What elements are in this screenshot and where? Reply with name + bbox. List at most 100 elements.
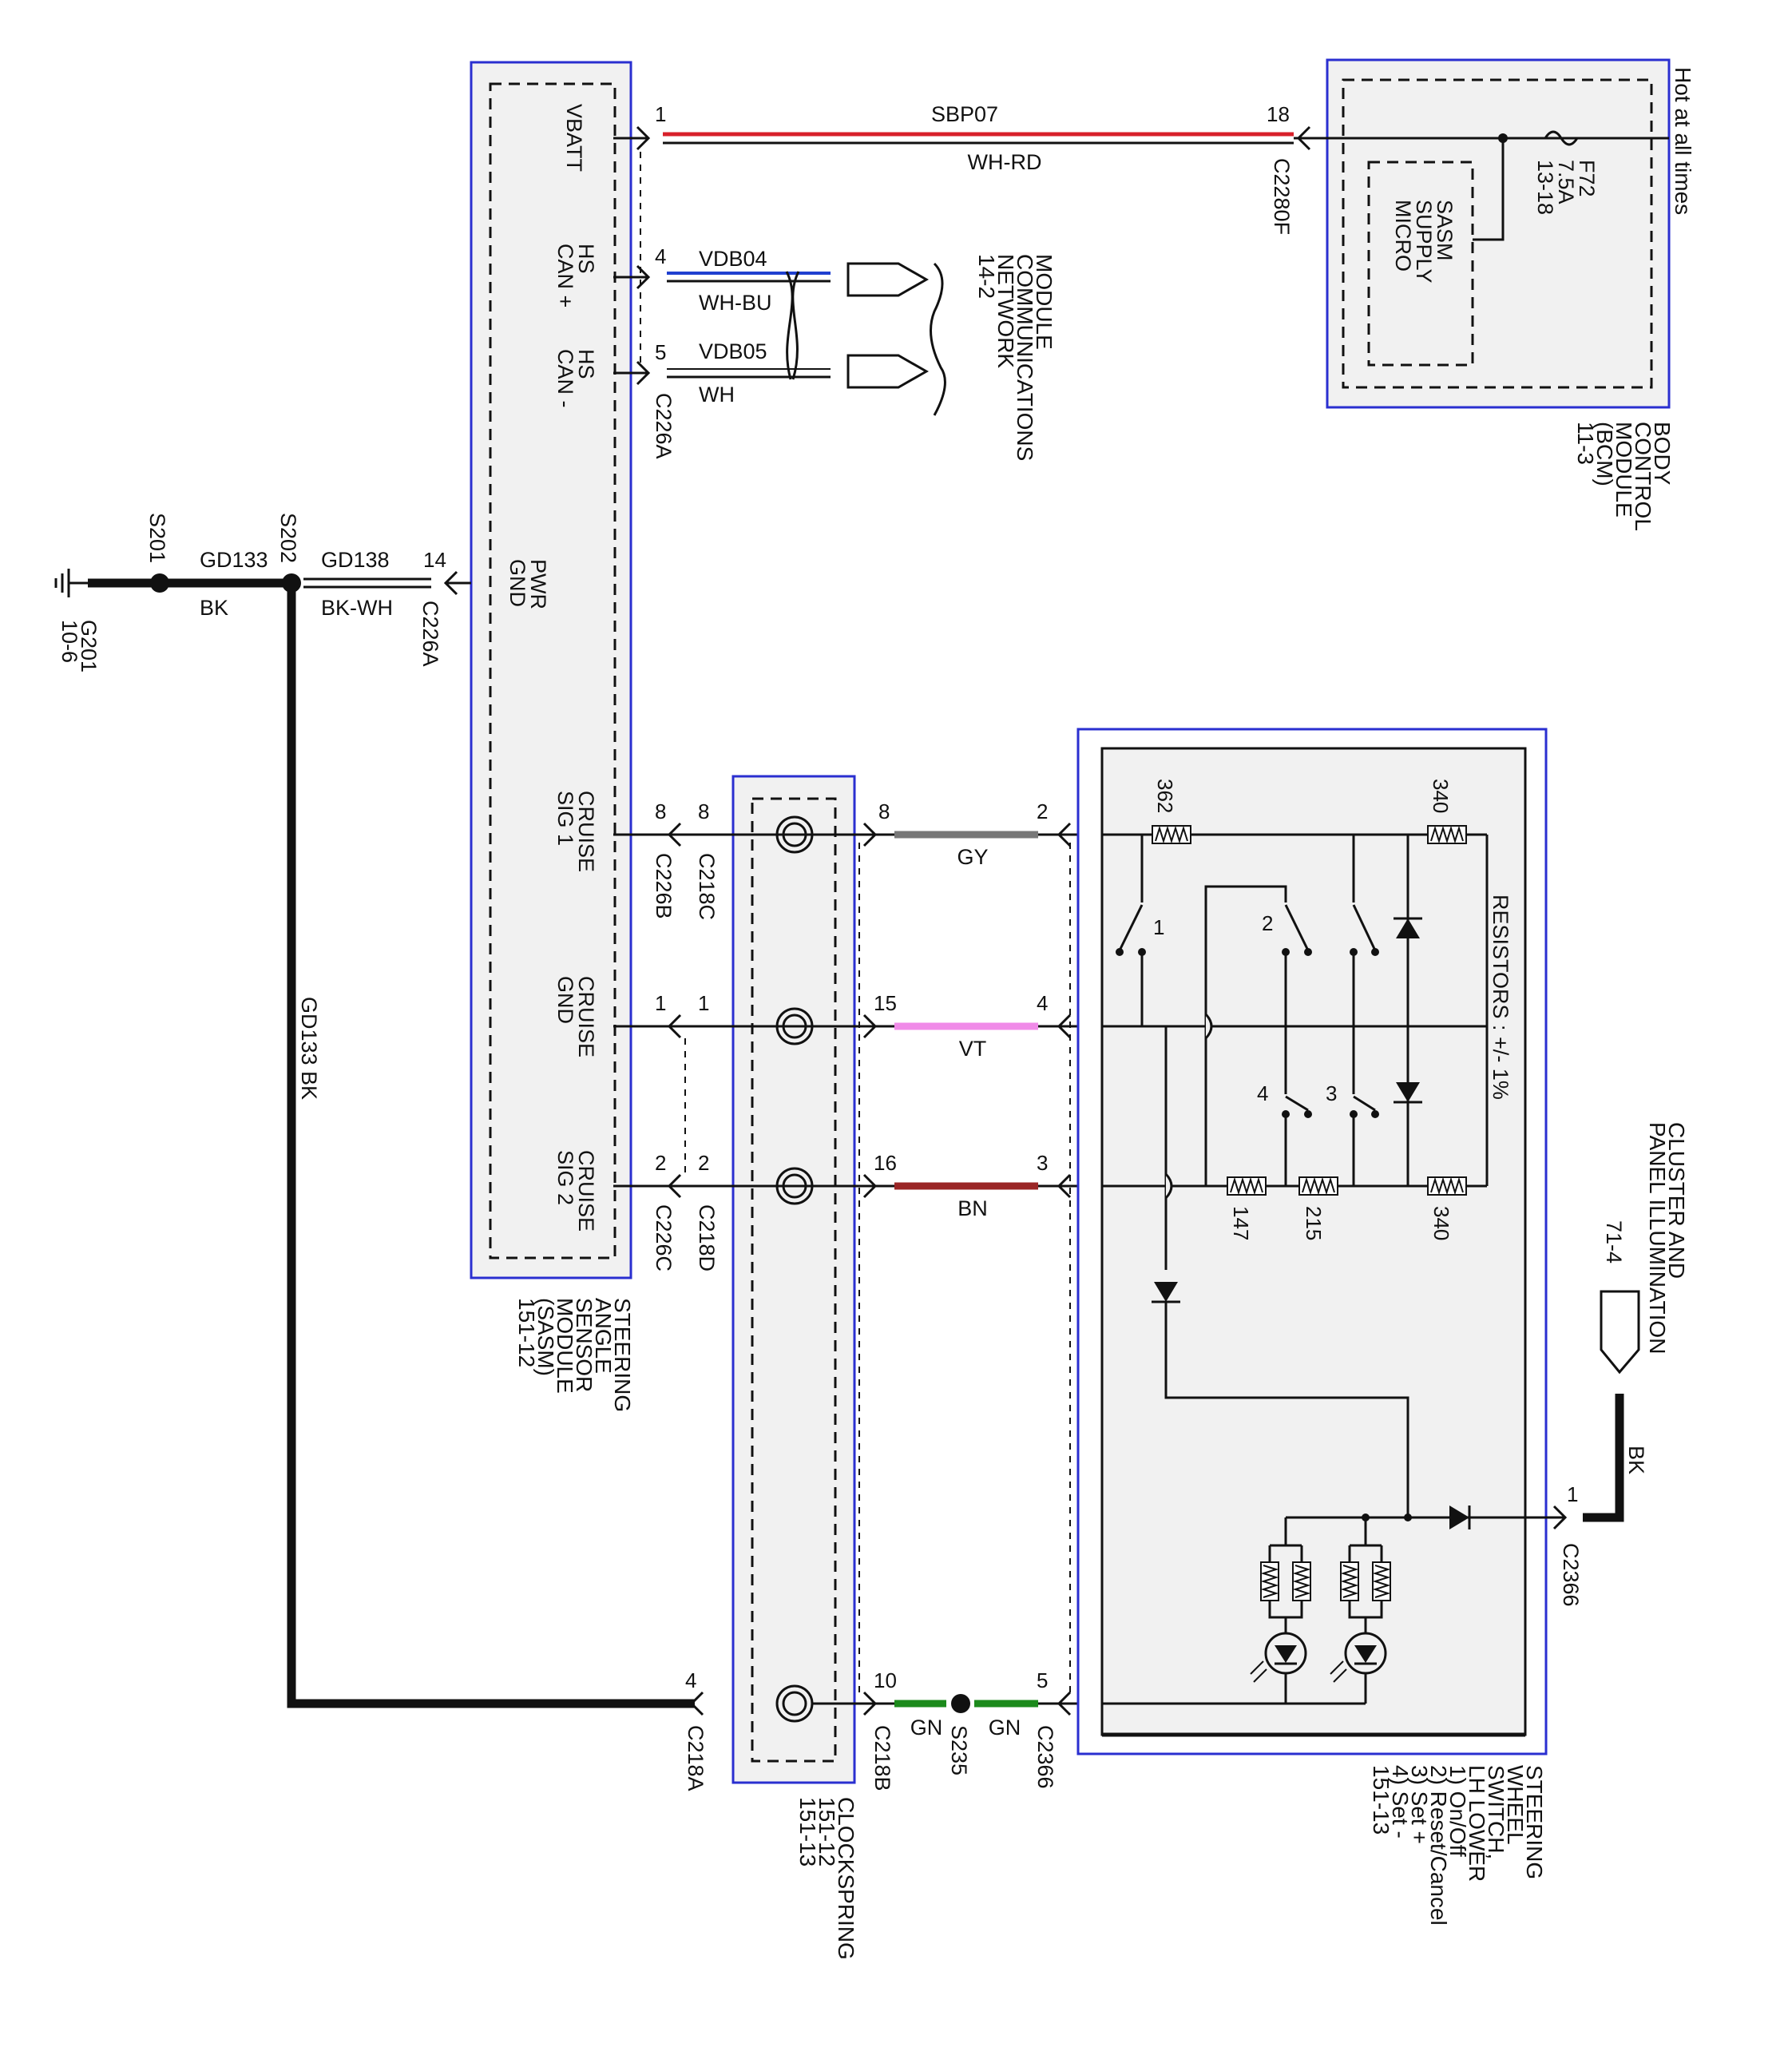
svg-text:C2280F: C2280F: [1270, 158, 1294, 235]
pin-pwr-gnd: 14: [423, 548, 446, 572]
pin-sig1-d: 2: [1037, 799, 1048, 823]
pin-sig2-b: 2: [698, 1151, 709, 1175]
resistor-362: [1152, 825, 1191, 844]
svg-text:SENSOR: SENSOR: [572, 1298, 597, 1392]
svg-text:GND: GND: [505, 559, 529, 607]
cluster-ref-label: 71-4: [1602, 1220, 1626, 1264]
resistor-362-label: 362: [1153, 779, 1177, 813]
svg-text:BODY: BODY: [1650, 422, 1675, 486]
switch-4-number: 4: [1257, 1081, 1268, 1105]
switch-caption: STEERING WHEEL SWITCH, LH LOWER 1) On/Of…: [1369, 1765, 1547, 1926]
pin-cgnd-d: 4: [1037, 991, 1048, 1015]
connector-c218c-label: C218C: [695, 853, 719, 920]
cluster-connector-symbol: [1600, 1290, 1640, 1375]
bcm-junction-dot: [1498, 133, 1508, 143]
resistor-340-top: [1427, 825, 1467, 844]
wire-cruise-sig1: [613, 822, 1102, 847]
bcm-caption: BODY CONTROL MODULE (BCM) 11-3: [1573, 422, 1675, 531]
sasm-pin-sig2-label: CRUISE SIG 2: [553, 1150, 598, 1232]
svg-text:C218C: C218C: [695, 853, 719, 920]
wire-vdb04-color: WH-BU: [699, 291, 771, 315]
pin-cgnd-a: 1: [655, 991, 666, 1015]
svg-text:PANEL ILLUMINATION: PANEL ILLUMINATION: [1645, 1122, 1670, 1354]
pin-can-plus: 4: [655, 244, 666, 268]
svg-text:14-2: 14-2: [974, 254, 999, 299]
svg-text:S202: S202: [276, 513, 300, 563]
svg-text:CLUSTER AND: CLUSTER AND: [1664, 1122, 1689, 1279]
switch-top-right-contact: [1352, 904, 1377, 951]
clockspring-coil: [782, 1691, 807, 1716]
wire-cruise-sig2: [613, 1173, 1102, 1199]
wire-crossover-gnd: [1204, 1013, 1213, 1040]
pin-cgnd-b: 1: [698, 991, 709, 1015]
wire-vdb05: [613, 354, 930, 389]
svg-text:C2366: C2366: [1559, 1543, 1583, 1607]
svg-text:MICRO: MICRO: [1391, 200, 1415, 272]
svg-text:CLOCKSPRING: CLOCKSPRING: [834, 1797, 858, 1960]
zener-diode-bottom: [1396, 1082, 1420, 1102]
pin-sig2-c: 16: [874, 1151, 897, 1175]
wire-vdb05-color: WH: [699, 383, 735, 407]
ground-g201-symbol: [54, 569, 88, 597]
pin-can-minus: 5: [655, 340, 666, 364]
svg-text:151-13: 151-13: [795, 1797, 820, 1866]
svg-text:C218B: C218B: [870, 1725, 894, 1791]
sasm-pin-sig1-label: CRUISE SIG 1: [553, 791, 598, 872]
splice-s235-dot: [951, 1694, 970, 1713]
hot-at-all-times-label: Hot at all times: [1671, 67, 1695, 215]
resistor-147-label: 147: [1229, 1206, 1253, 1240]
svg-text:F72: F72: [1575, 160, 1599, 197]
svg-text:CONTROL: CONTROL: [1631, 422, 1655, 531]
connector-c2366-top-label: C2366: [1559, 1543, 1583, 1607]
twisted-pair-symbol: [785, 271, 800, 380]
svg-text:C218D: C218D: [695, 1204, 719, 1271]
switch-1-number: 1: [1153, 915, 1164, 939]
splice-s201-label: S201: [145, 513, 169, 563]
svg-text:10-6: 10-6: [57, 620, 81, 663]
network-brace: [930, 262, 946, 416]
svg-text:GND: GND: [553, 976, 577, 1024]
svg-text:C226B: C226B: [652, 853, 676, 919]
svg-text:S235: S235: [947, 1725, 971, 1775]
switch-3-number: 3: [1326, 1081, 1337, 1105]
wire-bk-illumination: [1546, 1290, 1640, 1530]
svg-text:STEERING: STEERING: [1522, 1765, 1547, 1879]
svg-text:NETWORK: NETWORK: [993, 254, 1018, 368]
svg-text:CAN -: CAN -: [553, 349, 577, 408]
wire-sbp07: [613, 125, 1327, 151]
svg-text:151-12: 151-12: [815, 1797, 839, 1866]
splice-s201-dot: [150, 573, 169, 593]
svg-text:C226A: C226A: [418, 601, 442, 667]
pin-sig2-a: 2: [655, 1151, 666, 1175]
svg-text:151-12: 151-12: [514, 1298, 539, 1367]
pin-gn-a: 4: [685, 1668, 696, 1692]
resistor-215: [1298, 1176, 1338, 1196]
wire-sbp07-circuit: SBP07: [931, 102, 998, 126]
led-resistor: [1372, 1561, 1391, 1601]
pin-vbatt: 1: [655, 102, 666, 126]
svg-text:MODULE: MODULE: [1032, 254, 1057, 350]
switch-2-contact: [1284, 904, 1310, 951]
svg-text:3) Set +: 3) Set +: [1407, 1765, 1432, 1844]
svg-text:151-13: 151-13: [1369, 1765, 1394, 1835]
wire-gd138: [303, 570, 471, 596]
pin-sig2-d: 3: [1037, 1151, 1048, 1175]
clockspring-caption: CLOCKSPRING 151-12 151-13: [795, 1797, 858, 1960]
bcm-module: SASM SUPPLY MICRO F72 7.5A 13-18: [1310, 58, 1671, 409]
svg-text:HS: HS: [574, 244, 598, 274]
resistor-147: [1227, 1176, 1267, 1196]
led-resistor: [1340, 1561, 1359, 1601]
wire-vdb05-circuit: VDB05: [699, 339, 767, 363]
zener-diode-top: [1396, 918, 1420, 938]
connector-c226a-label: C226A: [652, 393, 676, 459]
diode-illum-feed: [1449, 1505, 1469, 1529]
svg-text:MODULE: MODULE: [553, 1298, 577, 1394]
sasm-module: VBATT HS CAN + HS CAN - PWR GND CRUISE S…: [470, 61, 632, 1279]
sasm-pin-cgnd-label: CRUISE GND: [553, 976, 598, 1057]
svg-text:G201: G201: [77, 620, 101, 672]
ground-g201-label: G201 10-6: [57, 620, 101, 672]
resistor-215-label: 215: [1302, 1206, 1326, 1240]
svg-text:SIG 1: SIG 1: [553, 791, 577, 846]
wire-vdb04: [613, 262, 930, 297]
